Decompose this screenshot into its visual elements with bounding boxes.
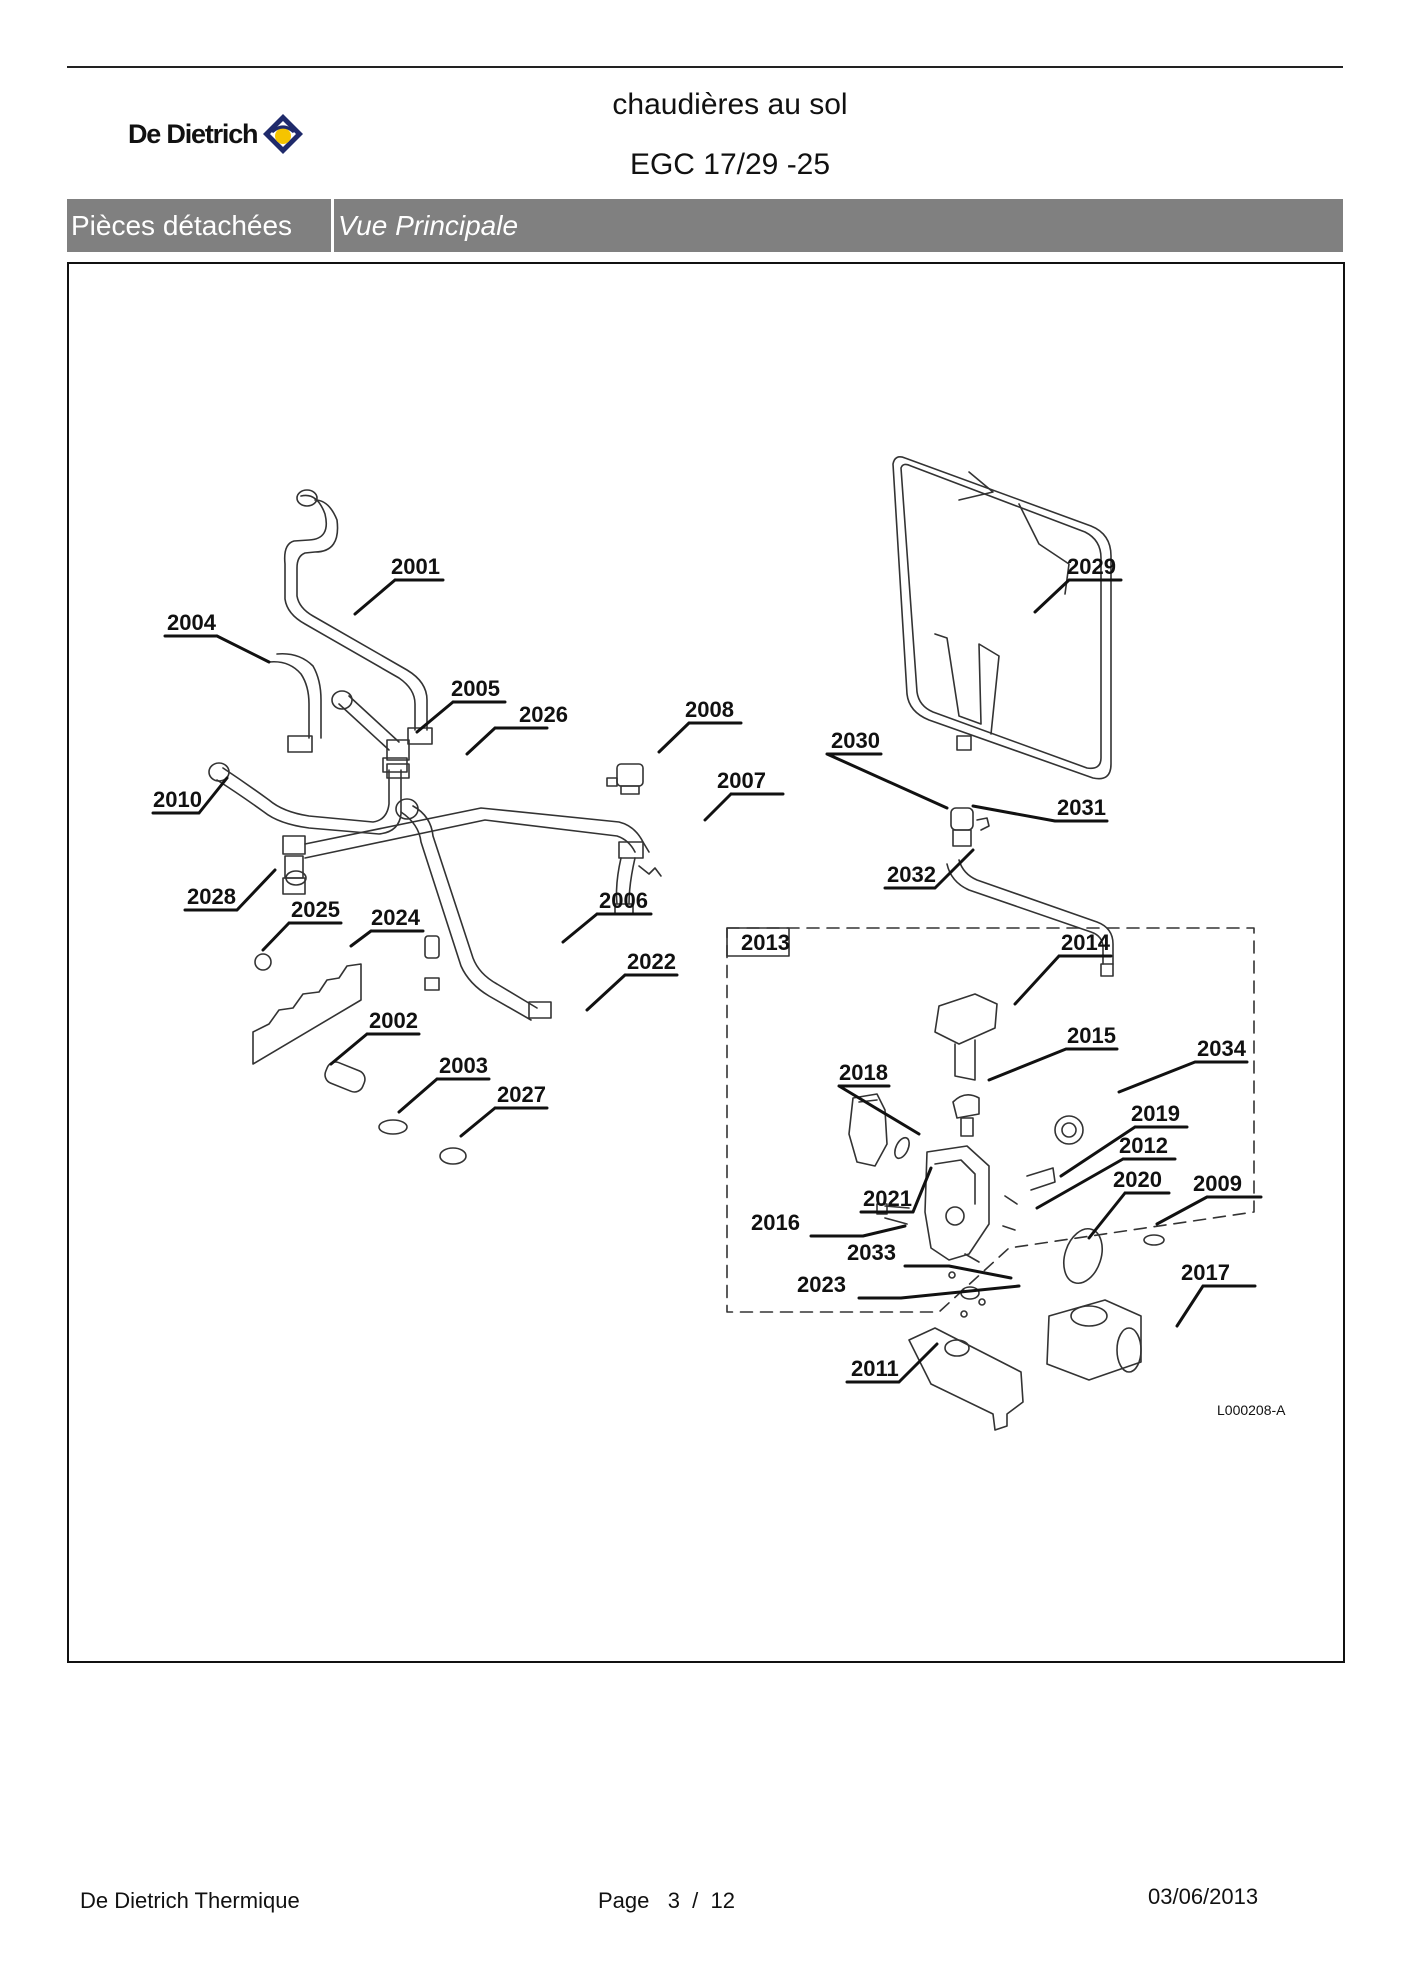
callout-2002: 2002 xyxy=(369,1008,418,1033)
part-2031-clip xyxy=(976,817,990,831)
callout-leader-lines xyxy=(151,578,1263,1384)
callout-2028: 2028 xyxy=(187,884,236,909)
part-2011-bracket xyxy=(908,1327,1024,1431)
header-rule xyxy=(67,66,1343,68)
part-2015-cartridge xyxy=(952,1094,980,1137)
part-2021-seal xyxy=(894,1136,910,1160)
callout-2031: 2031 xyxy=(1057,795,1106,820)
part-2030-valve xyxy=(950,807,974,847)
part-2033-screw xyxy=(948,1271,956,1279)
part-2002-sleeve xyxy=(324,1061,366,1093)
callout-2027: 2027 xyxy=(497,1082,546,1107)
callout-2005: 2005 xyxy=(451,676,500,701)
callout-2026: 2026 xyxy=(519,702,568,727)
product-family-title: chaudières au sol xyxy=(612,88,848,121)
callout-2019: 2019 xyxy=(1131,1101,1180,1126)
brand-name: De Dietrich xyxy=(128,118,259,149)
callout-2008: 2008 xyxy=(685,697,734,722)
part-2012-screws xyxy=(964,1195,1018,1263)
part-2024-plate xyxy=(252,963,362,1065)
exploded-view-frame: 2001 2004 2005 2008 2026 2007 2010 2028 … xyxy=(67,262,1345,1663)
callout-2024: 2024 xyxy=(371,905,420,930)
callout-2022: 2022 xyxy=(627,949,676,974)
part-2017-pump xyxy=(1046,1299,1142,1381)
product-model-title: EGC 17/29 -25 xyxy=(629,148,831,181)
callout-2020: 2020 xyxy=(1113,1167,1162,1192)
part-2025-clip xyxy=(254,953,272,971)
callout-2015: 2015 xyxy=(1067,1023,1116,1048)
callout-2014: 2014 xyxy=(1061,930,1110,955)
section-view: Vue Principale xyxy=(338,210,519,241)
part-2020-oring xyxy=(1063,1227,1103,1285)
part-2005-fitting xyxy=(331,690,410,779)
brand-diamond-icon xyxy=(263,114,304,154)
part-2026-manifold xyxy=(282,807,650,915)
part-2028-cap xyxy=(285,870,307,886)
callout-2029: 2029 xyxy=(1067,554,1116,579)
callout-2018: 2018 xyxy=(839,1060,888,1085)
part-2008-vent xyxy=(606,763,644,795)
part-2034-plug xyxy=(1054,1115,1084,1145)
callout-2030: 2030 xyxy=(831,728,880,753)
group-2013-boundary xyxy=(726,927,1255,1313)
callout-2001: 2001 xyxy=(391,554,440,579)
footer-date: 03/06/2013 xyxy=(1148,1884,1259,1909)
callout-2004: 2004 xyxy=(167,610,216,635)
exploded-view-drawing xyxy=(151,456,1263,1431)
callout-2003: 2003 xyxy=(439,1053,488,1078)
part-2027-ring xyxy=(439,1147,467,1165)
callout-2025: 2025 xyxy=(291,897,340,922)
part-2016-fork-clip xyxy=(876,1203,910,1225)
section-bar: Pièces détachées Vue Principale xyxy=(67,199,1343,252)
part-hydraulic-block xyxy=(924,1145,990,1261)
part-2004-pipe xyxy=(268,652,322,753)
part-2010-pipe xyxy=(208,757,408,835)
callout-2006: 2006 xyxy=(599,888,648,913)
group-2013-tag-box xyxy=(726,927,790,957)
footer-company: De Dietrich Thermique xyxy=(80,1888,300,1913)
group-2013-label: 2013 xyxy=(741,930,790,955)
brand-logo: De Dietrich xyxy=(128,112,305,156)
callout-2016: 2016 xyxy=(751,1210,800,1235)
callout-2007: 2007 xyxy=(717,768,766,793)
callout-2012: 2012 xyxy=(1119,1133,1168,1158)
callout-2021: 2021 xyxy=(863,1186,912,1211)
part-2014-actuator xyxy=(934,993,998,1081)
part-2019-clip xyxy=(1026,1167,1056,1191)
callout-2034: 2034 xyxy=(1197,1036,1246,1061)
part-2003-clamp xyxy=(378,1119,408,1135)
footer-page-number: Page 3 / 12 xyxy=(598,1888,735,1913)
part-2022-pipe xyxy=(395,798,552,1021)
section-category: Pièces détachées xyxy=(67,199,334,252)
part-2029-expansion-tank xyxy=(892,456,1112,780)
callout-2010: 2010 xyxy=(153,787,202,812)
callout-2023: 2023 xyxy=(797,1272,846,1297)
part-2032-hose xyxy=(946,859,1114,977)
callout-2017: 2017 xyxy=(1181,1260,1230,1285)
part-2007-clip xyxy=(638,865,662,877)
part-2001-pipe xyxy=(283,489,433,745)
part-2009-washer xyxy=(1143,1234,1165,1246)
callout-2032: 2032 xyxy=(887,862,936,887)
part-2018-heat-exchanger-body xyxy=(848,1093,888,1167)
callout-2011: 2011 xyxy=(851,1356,899,1381)
callout-2009: 2009 xyxy=(1193,1171,1242,1196)
drawing-reference: L000208-A xyxy=(1217,1402,1286,1418)
callout-2033: 2033 xyxy=(847,1240,896,1265)
part-2006-fitting xyxy=(424,935,440,959)
